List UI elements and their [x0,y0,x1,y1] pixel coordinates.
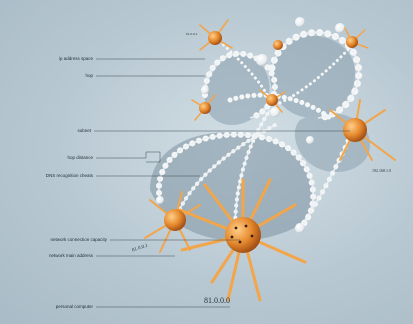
label-hop-distance: hop distance [67,155,93,160]
label-ip-address-space: ip address space [59,56,93,61]
label-network-connection-capacity: network connection capacity [50,237,107,242]
label-hop: hop [85,73,93,78]
address-top-hub: 81.0.0.2 [186,32,197,36]
label-personal-computer: personal computer [56,304,93,309]
label-subnet: subnet [77,128,91,133]
address-right-hub: 192.168.1.0 [372,168,391,173]
address-bottom-center: 81.0.0.0 [204,296,230,305]
label-dns-recognition-cheats: DNS recognition cheats [46,173,93,178]
hub-small-c[interactable] [345,28,368,48]
label-network-main-address: network main address [49,253,93,258]
hub-top[interactable] [200,20,232,50]
hub-small-d[interactable] [273,40,283,50]
